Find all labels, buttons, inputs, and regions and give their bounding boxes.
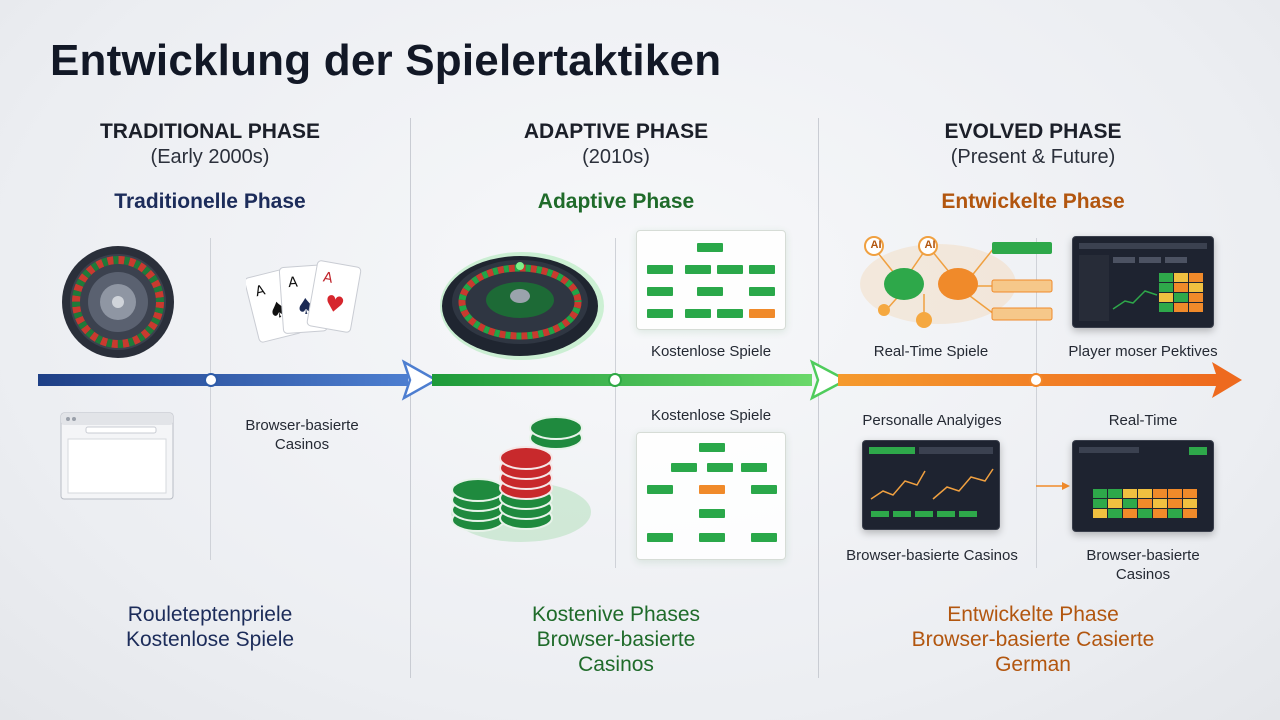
- timeline-arrow-blue: [38, 359, 439, 401]
- phase-1-name-de: Traditionelle Phase: [114, 190, 306, 213]
- sub-divider: [1036, 238, 1037, 568]
- phase-3-realtime-games-label: Real-Time Spiele: [873, 343, 989, 360]
- timeline-node: [608, 373, 622, 387]
- phase-3-bottom: Entwickelte Phase Browser-basierte Casie…: [873, 602, 1193, 677]
- phase-2-period: (2010s): [582, 146, 650, 168]
- phase-2-top-label: Kostenlose Spiele: [650, 343, 772, 360]
- timeline-node: [1029, 373, 1043, 387]
- poker-chips-icon: [451, 416, 591, 542]
- timeline-arrow-orange: [838, 362, 1242, 398]
- roulette-wheel-icon: [440, 252, 604, 360]
- timeline: [38, 359, 1242, 401]
- page-title: Entwicklung der Spielertaktiken: [50, 36, 722, 85]
- phase-2-bottom-line-1: Kostenive Phases: [531, 603, 701, 626]
- phase-2-bottom-line-3: Casinos: [578, 653, 654, 676]
- phase-2-name-de: Adaptive Phase: [537, 190, 695, 213]
- svg-text:A: A: [254, 282, 268, 300]
- phase-3-bottom-line-3: German: [995, 653, 1071, 676]
- phase-3-realtime-label: Real-Time: [1108, 412, 1178, 429]
- svg-text:♥: ♥: [322, 291, 346, 319]
- phase-2-name: ADAPTIVE PHASE: [523, 120, 709, 143]
- phase-3-browser-label-a: Browser-basierte Casinos: [846, 547, 1018, 564]
- phase-3-period: (Present & Future): [950, 146, 1116, 168]
- phase-1-browser-label: Browser-basierte Casinos: [245, 417, 359, 453]
- phase-3-name-de: Entwickelte Phase: [941, 190, 1125, 213]
- phase-1-bottom-line-2: Kostenlose Spiele: [125, 628, 295, 651]
- phase-3-bottom-line-1: Entwickelte Phase: [947, 603, 1119, 626]
- line-chart-icon: [862, 440, 1000, 530]
- phase-3-name: EVOLVED PHASE: [944, 120, 1122, 143]
- heatmap-icon: [1072, 440, 1214, 532]
- flowchart-icon: [636, 230, 786, 330]
- column-divider: [818, 118, 819, 678]
- ai-brain-icon: [860, 236, 1053, 328]
- phase-2-bottom: Kostenive Phases Browser-basierte Casino…: [456, 602, 776, 677]
- svg-text:A: A: [322, 269, 335, 286]
- arrow-right-icon: [1036, 482, 1070, 490]
- phase-3-personal-label: Personalle Analyiges: [862, 412, 1002, 429]
- browser-window-icon: [60, 412, 174, 500]
- phase-1-period: (Early 2000s): [150, 146, 270, 168]
- phase-2-bottom-line-2: Browser-basierte: [536, 628, 696, 651]
- phase-3-player-label: Player moser Pektives: [1068, 343, 1218, 360]
- playing-cards-icon: A♠ A♠ A♥: [246, 260, 362, 343]
- timeline-node: [204, 373, 218, 387]
- ai-label: AI: [924, 239, 936, 251]
- roulette-wheel-icon: [62, 246, 174, 358]
- phase-3-bottom-line-2: Browser-basierte Casierte: [911, 628, 1155, 651]
- sub-divider: [615, 238, 616, 568]
- svg-text:A: A: [288, 275, 299, 292]
- phase-1-bottom: Rouleteptenpriele Kostenlose Spiele: [50, 602, 370, 652]
- timeline-arrow-green: [432, 359, 849, 401]
- sub-divider: [210, 238, 211, 560]
- dashboard-icon: [1072, 236, 1214, 328]
- phase-3-browser-label-b: Browser-basierte Casinos: [1086, 547, 1200, 583]
- phase-1-bottom-line-1: Rouleteptenpriele: [127, 603, 293, 626]
- phase-2-mid-label: Kostenlose Spiele: [650, 407, 772, 424]
- phase-1-name: TRADITIONAL PHASE: [99, 120, 321, 143]
- ai-label: AI: [870, 239, 882, 251]
- column-divider: [410, 118, 411, 678]
- flowchart-icon: [636, 432, 786, 560]
